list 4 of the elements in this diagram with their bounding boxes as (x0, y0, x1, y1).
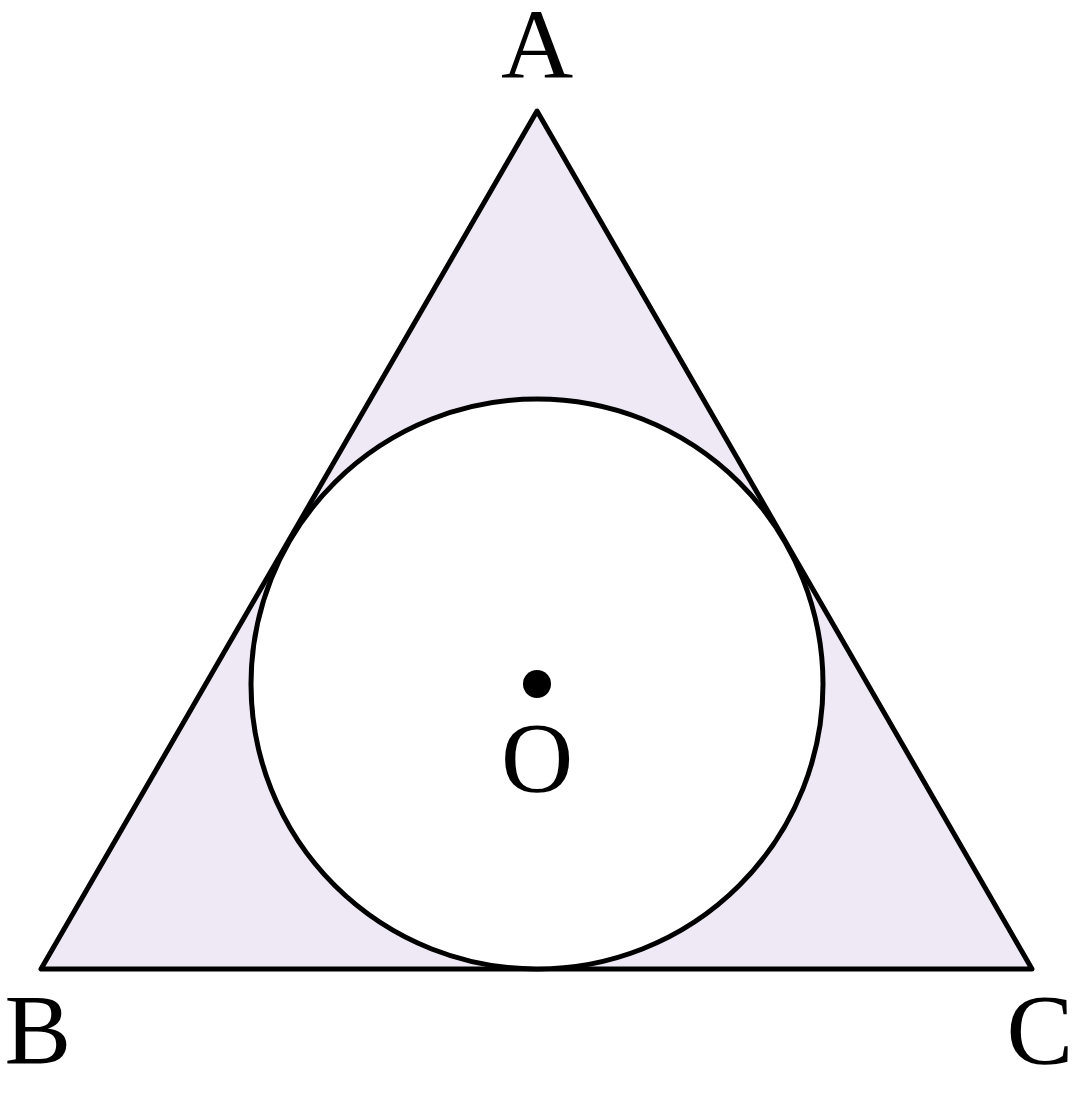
point-label: O (501, 708, 574, 808)
point-label: C (1006, 980, 1074, 1080)
point-label: B (4, 980, 72, 1080)
point-label: A (501, 0, 574, 95)
